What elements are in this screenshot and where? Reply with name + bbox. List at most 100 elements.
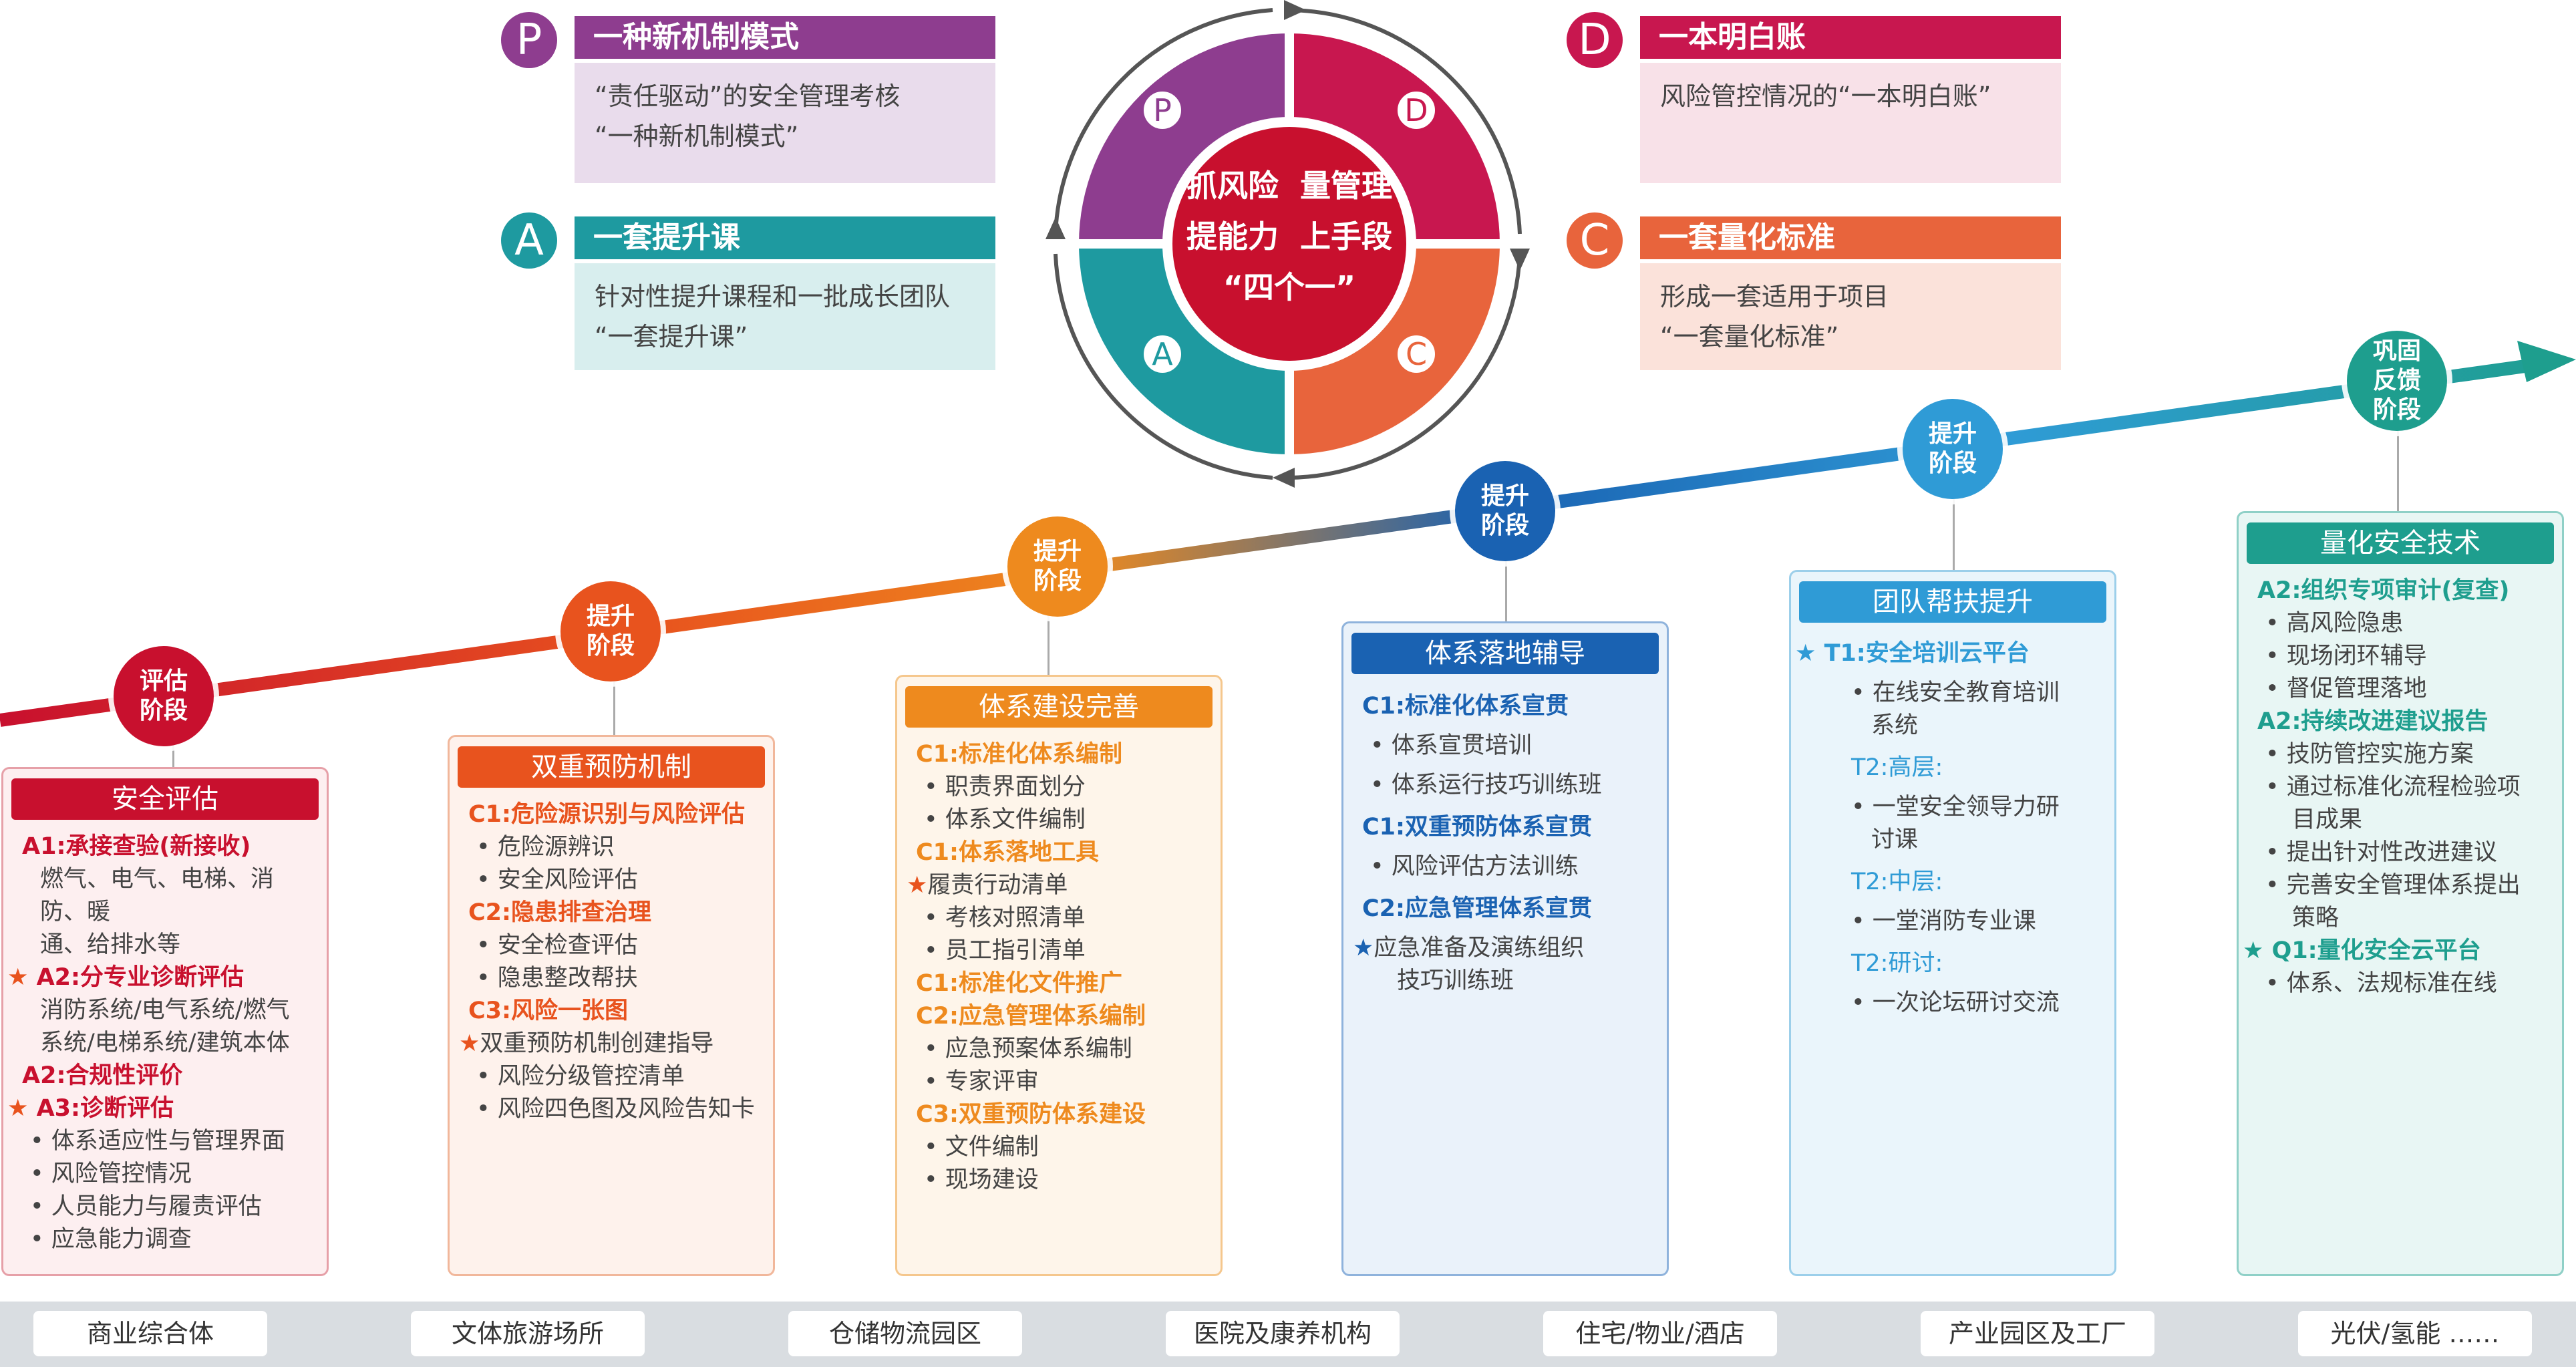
panel-item: 消防系统/电气系统/燃气 — [40, 997, 290, 1024]
panel-item: • 风险评估方法训练 — [1370, 853, 1579, 880]
panel-item: • 应急预案体系编制 — [924, 1036, 1132, 1062]
panel-item-text: A3:诊断评估 — [28, 1095, 174, 1122]
p-title: 一种新机制模式 — [575, 16, 995, 59]
panel-item: • 专家评审 — [924, 1068, 1039, 1095]
panel-item: C3:双重预防体系建设 — [916, 1101, 1146, 1128]
panel-item: T2:中层: — [1851, 869, 1943, 895]
panel-item: A2:持续改进建议报告 — [2257, 708, 2488, 735]
a-desc: 针对性提升课程和一批成长团队 “一套提升课” — [575, 263, 995, 370]
stage-node-improve-1: 提升阶段 — [560, 581, 661, 681]
center-line-2: 提能力 上手段 — [1186, 218, 1393, 255]
panel-item: • 职责界面划分 — [924, 774, 1086, 800]
panel-item: • 体系文件编制 — [924, 806, 1086, 833]
d-desc: 风险管控情况的“一本明白账” — [1640, 63, 2061, 183]
pdca-center-text: 抓风险 量管理 提能力 上手段 “四个一” — [1172, 160, 1406, 313]
panel-item: • 一堂消防专业课 — [1851, 908, 2036, 935]
panel-item: 系统/电梯系统/建筑本体 — [40, 1030, 290, 1056]
d-badge-icon: D — [1567, 12, 1623, 68]
connector-line — [1953, 498, 1955, 571]
panel-item: • 在线安全教育培训 — [1851, 679, 2060, 706]
panel-item: ★双重预防机制创建指导 — [450, 1028, 773, 1060]
panel-item: • 一次论坛研讨交流 — [1851, 990, 2060, 1016]
panel-list: C1:标准化体系宣贯 • 体系宣贯培训 • 体系运行技巧训练班 C1:双重预防体系宣贯… — [1343, 690, 1667, 998]
panel-item: • 考核对照清单 — [924, 905, 1086, 931]
panel-item: • 风险四色图及风险告知卡 — [476, 1096, 755, 1122]
stage-node-improve-3: 提升阶段 — [1455, 461, 1555, 561]
connector-line — [172, 735, 174, 768]
panel-item: C1:标准化体系宣贯 — [1362, 693, 1569, 720]
panel-item: • 风险管控情况 — [30, 1161, 192, 1187]
panel-quantified-tech: 量化安全技术 A2:组织专项审计(复查)• 高风险隐患• 现场闭环辅导• 督促管… — [2237, 511, 2564, 1276]
center-line-1: 抓风险 量管理 — [1186, 168, 1393, 204]
panel-item: • 体系适应性与管理界面 — [30, 1128, 285, 1155]
panel-title: 双重预防机制 — [458, 746, 765, 788]
star-icon: ★ — [7, 964, 29, 991]
stage-node-evaluate: 评估阶段 — [114, 646, 214, 746]
star-icon: ★ — [1353, 935, 1374, 961]
panel-item: • 风险分级管控清单 — [476, 1063, 685, 1090]
connector-line — [1048, 608, 1050, 675]
panel-item: ★ A2:分专业诊断评估 — [3, 961, 327, 994]
connector-line — [2397, 428, 2399, 514]
c-desc: 形成一套适用于项目 “一套量化标准” — [1640, 263, 2061, 370]
d-title: 一本明白账 — [1640, 16, 2061, 59]
panel-item: T2:高层: — [1851, 754, 1943, 781]
pdca-letter-a: A — [1152, 336, 1173, 372]
panel-item: ★应急准备及演练组织 — [1343, 932, 1667, 965]
panel-item: ★ T1:安全培训云平台 — [1791, 637, 2114, 670]
center-line-3: “四个一” — [1223, 269, 1356, 305]
star-icon: ★ — [1795, 640, 1816, 667]
panel-title: 体系建设完善 — [905, 686, 1213, 728]
panel-item: • 技防管控实施方案 — [2265, 741, 2474, 768]
industry-tag: 商业综合体 — [33, 1311, 267, 1356]
stage-node-improve-2: 提升阶段 — [1007, 516, 1108, 617]
panel-item: • 现场闭环辅导 — [2265, 643, 2427, 669]
panel-item: 讨课 — [1871, 826, 1919, 853]
panel-item-text: 履责行动清单 — [927, 872, 1068, 899]
panel-item: 技巧训练班 — [1397, 967, 1514, 994]
pdca-letter-c: C — [1405, 336, 1428, 372]
panel-item-text: 应急准备及演练组织 — [1374, 935, 1585, 961]
pdca-cycle — [1045, 0, 1530, 488]
panel-item-text: T1:安全培训云平台 — [1816, 640, 2030, 667]
a-title: 一套提升课 — [575, 216, 995, 259]
panel-item: C2:应急管理体系宣贯 — [1362, 895, 1593, 922]
panel-item: • 通过标准化流程检验项 — [2265, 774, 2521, 800]
panel-item: A1:承接查验(新接收) — [22, 833, 251, 860]
panel-item: C1:体系落地工具 — [916, 839, 1100, 866]
panel-safety-evaluation: 安全评估 A1:承接查验(新接收)燃气、电气、电梯、消防、暖通、给排水等★ A2… — [1, 767, 329, 1276]
c-badge-icon: C — [1567, 212, 1623, 269]
panel-item: T2:研讨: — [1851, 950, 1943, 977]
panel-item: 系统 — [1871, 712, 1919, 739]
panel-item: 通、给排水等 — [40, 931, 181, 958]
panel-item: • 安全检查评估 — [476, 932, 638, 959]
panel-item: • 体系、法规标准在线 — [2265, 970, 2497, 997]
panel-item: C3:风险一张图 — [468, 998, 629, 1024]
industry-tag: 医院及康养机构 — [1166, 1311, 1400, 1356]
panel-item: • 完善安全管理体系提出 — [2265, 872, 2521, 899]
panel-item: C2:应急管理体系编制 — [916, 1003, 1146, 1030]
panel-item: • 危险源辨识 — [476, 834, 615, 861]
panel-item: • 文件编制 — [924, 1134, 1039, 1161]
panel-item-text: A2:分专业诊断评估 — [28, 964, 245, 991]
panel-item: • 体系运行技巧训练班 — [1370, 772, 1602, 798]
industry-tag: 产业园区及工厂 — [1921, 1311, 2154, 1356]
star-icon: ★ — [907, 872, 928, 899]
industry-tag: 仓储物流园区 — [788, 1311, 1022, 1356]
panel-title: 团队帮扶提升 — [1799, 581, 2106, 623]
panel-team-support: 团队帮扶提升 ★ T1:安全培训云平台 • 在线安全教育培训系统 T2:高层: • 一… — [1789, 570, 2116, 1276]
panel-title: 量化安全技术 — [2247, 522, 2554, 564]
panel-item: • 隐患整改帮扶 — [476, 965, 638, 992]
panel-item: 策略 — [2292, 905, 2340, 931]
panel-item: C2:隐患排查治理 — [468, 899, 652, 926]
panel-item: • 现场建设 — [924, 1167, 1039, 1193]
p-desc: “责任驱动”的安全管理考核 “一种新机制模式” — [575, 63, 995, 183]
panel-item: • 体系宣贯培训 — [1370, 732, 1532, 759]
panel-item: • 提出针对性改进建议 — [2265, 839, 2497, 866]
panel-item: • 督促管理落地 — [2265, 675, 2427, 702]
panel-item: C1:双重预防体系宣贯 — [1362, 814, 1593, 841]
